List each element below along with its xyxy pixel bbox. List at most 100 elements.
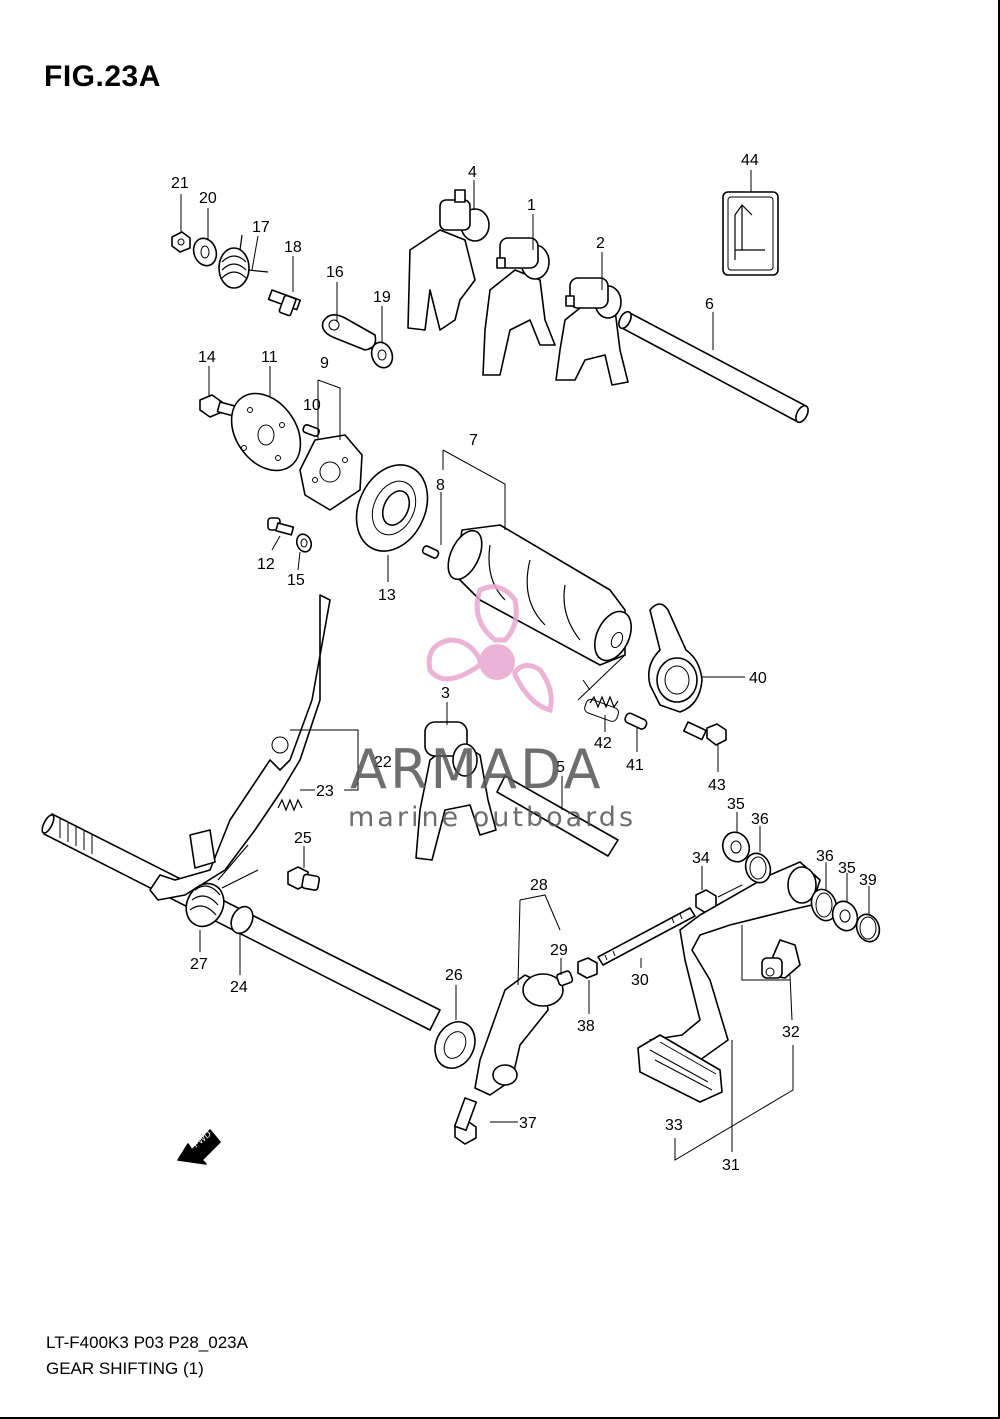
- forward-direction-arrow: FWD: [177, 1128, 221, 1165]
- callout-34: 34: [692, 850, 710, 867]
- callout-10: 10: [303, 397, 321, 414]
- pedal-rubber-33[interactable]: [637, 1034, 723, 1103]
- callout-11: 11: [261, 349, 278, 366]
- callout-31: 31: [722, 1157, 740, 1174]
- callout-25: 25: [294, 830, 312, 847]
- callout-23: 23: [316, 783, 334, 800]
- callout-21: 21: [171, 175, 189, 192]
- shift-fork-4[interactable]: [407, 189, 490, 331]
- shift-arm-28[interactable]: [474, 973, 564, 1096]
- figure-code: LT-F400K3 P03 P28_023A: [46, 1333, 248, 1352]
- callout-36-right: 36: [816, 848, 834, 865]
- washer-35-top[interactable]: [719, 828, 754, 865]
- callout-26: 26: [445, 967, 463, 984]
- bolt-14[interactable]: [199, 394, 239, 418]
- callout-35-top: 35: [727, 796, 745, 813]
- callout-38: 38: [577, 1018, 595, 1035]
- stopper-40[interactable]: [647, 603, 703, 713]
- fork-shaft-5[interactable]: [496, 775, 619, 857]
- washer-15[interactable]: [294, 532, 313, 554]
- seal-36-right[interactable]: [807, 886, 840, 924]
- callout-2: 2: [596, 235, 605, 252]
- callout-5: 5: [556, 759, 565, 776]
- bolt-37[interactable]: [453, 1097, 478, 1145]
- callout-13: 13: [378, 587, 396, 604]
- callout-42: 42: [594, 735, 612, 752]
- spring-42[interactable]: [583, 695, 620, 723]
- callout-14: 14: [198, 349, 216, 366]
- callout-18: 18: [284, 239, 302, 256]
- washer-19[interactable]: [368, 339, 396, 370]
- link-rod-30[interactable]: [597, 907, 696, 966]
- callout-30: 30: [631, 972, 649, 989]
- callout-22: 22: [374, 754, 392, 771]
- stopper-16[interactable]: [321, 314, 377, 351]
- pin-10[interactable]: [302, 424, 320, 437]
- callout-19: 19: [373, 289, 391, 306]
- callout-8: 8: [436, 477, 445, 494]
- leader-lines: [180, 170, 870, 1161]
- nut-38[interactable]: [577, 957, 598, 979]
- callout-24: 24: [230, 979, 248, 996]
- callout-6: 6: [705, 296, 714, 313]
- circlip-39[interactable]: [853, 911, 883, 945]
- callout-16: 16: [326, 264, 344, 281]
- callout-28: 28: [530, 877, 548, 894]
- callout-41: 41: [626, 757, 644, 774]
- callout-numbers: 4 1 2 6 44 21 20 17 18 16 19 14 11 9 10 …: [171, 152, 877, 1174]
- callout-39: 39: [859, 872, 877, 889]
- figure-name: GEAR SHIFTING (1): [46, 1359, 204, 1378]
- bolt-25[interactable]: [287, 866, 321, 891]
- watermark: ARMADA marine outboards: [348, 584, 636, 833]
- pin-8[interactable]: [421, 545, 440, 559]
- plate-11[interactable]: [217, 380, 314, 483]
- callout-27: 27: [190, 956, 208, 973]
- callout-4: 4: [468, 164, 477, 181]
- nut-21[interactable]: [171, 231, 191, 253]
- washer-20[interactable]: [190, 235, 220, 269]
- seal-24[interactable]: [227, 903, 257, 937]
- oil-seal-26[interactable]: [428, 1015, 483, 1075]
- bolt-43[interactable]: [682, 721, 727, 746]
- bolt-18[interactable]: [267, 289, 301, 317]
- watermark-brand: ARMADA: [350, 738, 604, 801]
- callout-37: 37: [519, 1115, 537, 1132]
- shift-fork-2[interactable]: [555, 277, 629, 386]
- gearshift-cam-7[interactable]: [441, 524, 638, 666]
- spring-23[interactable]: [277, 798, 303, 812]
- callout-29: 29: [550, 942, 568, 959]
- seal-36-top[interactable]: [742, 850, 775, 886]
- bolt-12[interactable]: [267, 517, 295, 536]
- callout-12: 12: [257, 556, 275, 573]
- watermark-tagline: marine outboards: [348, 802, 636, 833]
- callout-32: 32: [782, 1024, 800, 1041]
- shift-fork-1[interactable]: [482, 237, 556, 376]
- pin-41[interactable]: [624, 712, 648, 730]
- callout-43: 43: [708, 777, 726, 794]
- callout-35-right: 35: [838, 860, 856, 877]
- bearing-13[interactable]: [343, 453, 441, 562]
- nut-29[interactable]: [556, 970, 574, 987]
- spring-27[interactable]: [179, 844, 259, 933]
- shift-fork-3[interactable]: [415, 721, 497, 861]
- callout-3: 3: [441, 685, 450, 702]
- callout-7: 7: [469, 432, 478, 449]
- figure-title: FIG.23A: [44, 60, 161, 93]
- callout-33: 33: [665, 1117, 683, 1134]
- callout-17: 17: [252, 219, 270, 236]
- callout-36-top: 36: [751, 811, 769, 828]
- warning-label-44[interactable]: [722, 191, 779, 276]
- spring-17[interactable]: [218, 234, 269, 289]
- callout-1: 1: [527, 197, 536, 214]
- stopper-9[interactable]: [299, 434, 363, 511]
- callout-20: 20: [199, 190, 217, 207]
- bolt-32[interactable]: [761, 957, 783, 979]
- callout-15: 15: [287, 572, 305, 589]
- fork-shaft-6[interactable]: [616, 310, 810, 425]
- gearshift-lever-22[interactable]: [149, 594, 331, 901]
- callout-40: 40: [749, 670, 767, 687]
- callout-44: 44: [741, 152, 759, 169]
- washer-35-right[interactable]: [829, 898, 862, 934]
